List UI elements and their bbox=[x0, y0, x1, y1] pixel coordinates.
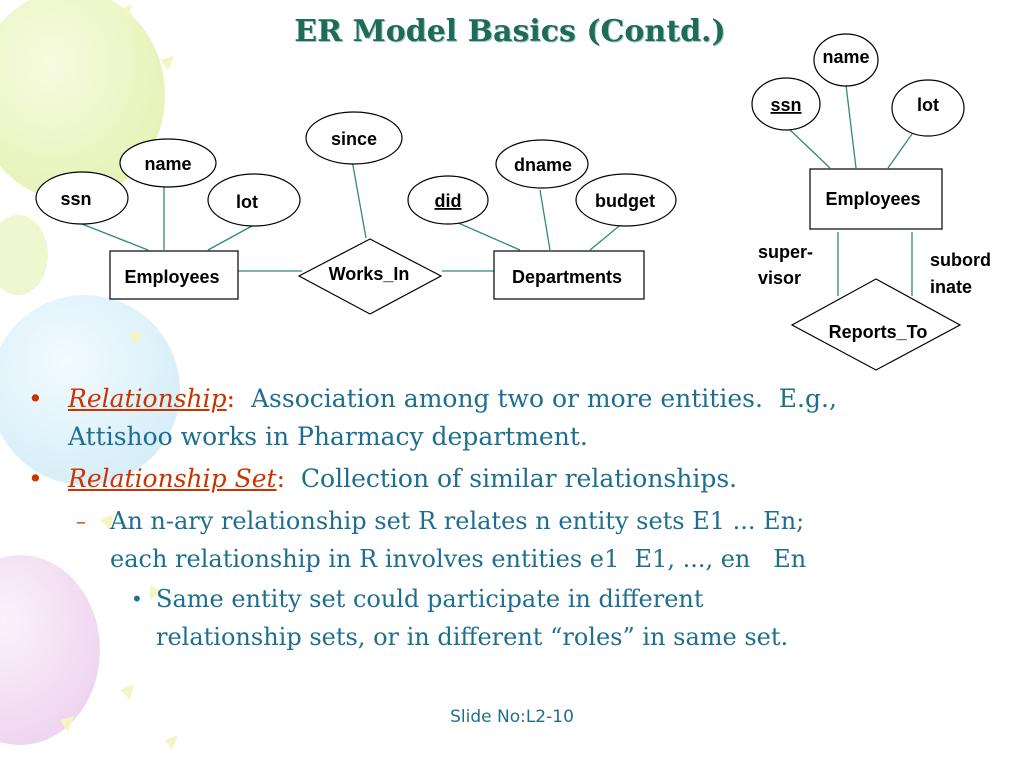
sub-sub-bullet-roles-line2: relationship sets, or in different “role… bbox=[156, 623, 789, 651]
bullet-relationship-text: Association among two or more entities. … bbox=[235, 384, 837, 413]
relationship-works-in: Works_In bbox=[297, 238, 443, 315]
connector-lines bbox=[81, 84, 913, 296]
relationship-reports-to: Reports_To bbox=[790, 278, 962, 371]
attribute-ssn-left-label: ssn bbox=[60, 189, 91, 209]
bullet-relationship-set-text: Collection of similar relationships. bbox=[285, 464, 738, 493]
bullet-dot: • bbox=[28, 384, 43, 413]
bullet-dot: • bbox=[28, 464, 43, 493]
bullet-relationship: • Relationship: Association among two or… bbox=[28, 380, 1008, 456]
role-subordinate-line1: subord bbox=[930, 250, 991, 270]
attribute-name-right-label: name bbox=[822, 47, 869, 67]
attribute-lot-left-label: lot bbox=[236, 192, 258, 212]
role-subordinate-line2: inate bbox=[930, 277, 972, 297]
attribute-since: since bbox=[305, 111, 403, 165]
balloon-green-small-shape bbox=[0, 215, 48, 295]
attribute-ssn-left: ssn bbox=[35, 171, 129, 225]
term-colon: : bbox=[276, 464, 285, 493]
balloon-blue-shape bbox=[0, 295, 180, 485]
er-diagrams: ssn name lot Employees since Works_In di… bbox=[35, 33, 991, 371]
attribute-lot-left: lot bbox=[207, 173, 301, 227]
confetti-decoration bbox=[60, 4, 178, 750]
attribute-ssn-right: ssn bbox=[751, 77, 821, 131]
bullet-relationship-set: • Relationship Set: Collection of simila… bbox=[28, 460, 1008, 498]
sub-bullet-nary-line1: An n-ary relationship set R relates n en… bbox=[110, 507, 805, 535]
sub-sub-bullet-roles: • Same entity set could participate in d… bbox=[28, 580, 1008, 656]
balloon-pink-shape bbox=[0, 555, 100, 745]
attribute-ssn-right-label: ssn bbox=[770, 95, 801, 115]
sub-bullet-dash: – bbox=[76, 509, 86, 533]
attribute-did-label: did bbox=[435, 191, 462, 211]
slide-title: ER Model Basics (Contd.) bbox=[294, 14, 726, 49]
sub-bullet-nary-line2: each relationship in R involves entities… bbox=[110, 545, 807, 573]
balloon-green-shape bbox=[0, 0, 165, 200]
attribute-dname: dname bbox=[495, 139, 589, 189]
attribute-lot-right: lot bbox=[891, 79, 965, 137]
attribute-name-left-label: name bbox=[144, 154, 191, 174]
relationship-works-in-label: Works_In bbox=[329, 264, 410, 284]
role-supervisor-line1: super- bbox=[758, 242, 813, 262]
entity-employees-left-label: Employees bbox=[124, 267, 219, 287]
entity-employees-right-label: Employees bbox=[825, 189, 920, 209]
attribute-dname-label: dname bbox=[514, 155, 572, 175]
attribute-name-left: name bbox=[119, 138, 217, 188]
sub-sub-bullet-roles-line1: Same entity set could participate in dif… bbox=[156, 585, 704, 613]
attribute-lot-right-label: lot bbox=[917, 95, 939, 115]
entity-employees-left: Employees bbox=[109, 250, 239, 300]
term-relationship-set: Relationship Set bbox=[68, 464, 277, 493]
bullet-list: • Relationship: Association among two or… bbox=[28, 380, 1008, 656]
attribute-since-label: since bbox=[331, 129, 377, 149]
sub-sub-bullet-dot: • bbox=[131, 587, 143, 611]
term-relationship: Relationship bbox=[68, 384, 227, 413]
entity-departments: Departments bbox=[493, 250, 645, 300]
attribute-name-right: name bbox=[813, 33, 879, 87]
term-colon: : bbox=[226, 384, 236, 413]
attribute-did: did bbox=[407, 175, 489, 225]
sub-bullet-nary: – An n-ary relationship set R relates n … bbox=[28, 502, 1008, 578]
role-supervisor-line2: visor bbox=[758, 268, 801, 288]
attribute-budget-label: budget bbox=[595, 191, 655, 211]
relationship-reports-to-label: Reports_To bbox=[829, 322, 928, 342]
entity-departments-label: Departments bbox=[512, 267, 622, 287]
bullet-relationship-text-line2: Attishoo works in Pharmacy department. bbox=[68, 422, 588, 451]
entity-employees-right: Employees bbox=[809, 168, 943, 230]
attribute-budget: budget bbox=[575, 173, 677, 227]
slide-number: Slide No:L2-10 bbox=[450, 707, 574, 727]
